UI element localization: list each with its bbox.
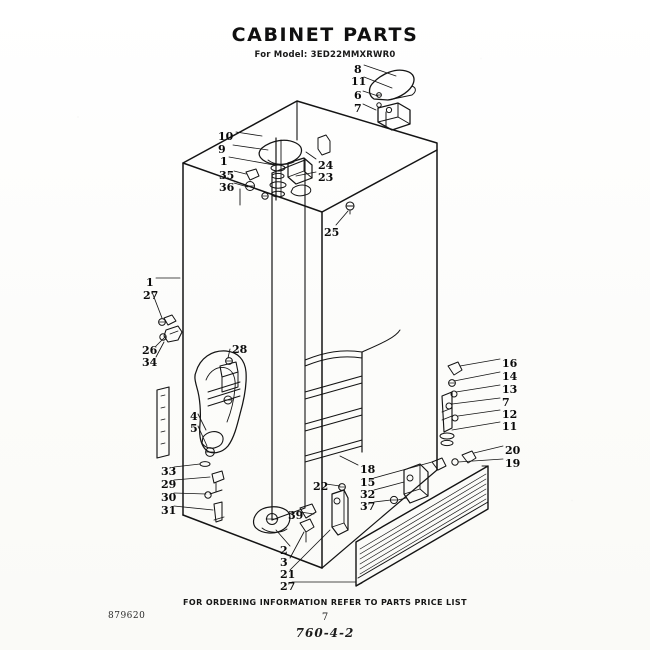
callout-18: 18 [360,463,376,476]
callout-25: 25 [324,226,340,239]
callout-22: 22 [313,480,329,493]
callout-23: 23 [318,171,334,184]
callout-34: 34 [142,356,158,369]
publication-part-number: 879620 [108,611,146,621]
callout-5: 5 [190,422,198,435]
title-block: CABINET PARTS For Model: 3ED22MMXRWR0 [0,24,650,61]
callout-2: 2 [280,544,288,557]
callout-11: 11 [351,75,367,88]
callout-36: 36 [219,181,235,194]
callout-12: 12 [502,408,518,421]
model-subtitle: For Model: 3ED22MMXRWR0 [254,50,396,60]
callout-7: 7 [354,102,362,115]
handwritten-annotation: 760-4-2 [295,626,355,640]
callout-3: 3 [280,556,288,569]
callout-8: 8 [354,63,362,76]
callout-33: 33 [161,465,177,478]
callout-16: 16 [502,357,518,370]
callout-21: 21 [280,568,296,581]
cabinet-outer-shell [182,100,438,569]
callout-31: 31 [161,504,177,517]
lower-left-hardware [199,461,225,523]
bottom-grille [355,450,489,587]
left-panel-assembly [194,350,247,457]
callout-27: 27 [280,580,296,593]
callout-13: 13 [502,383,518,396]
page-title: CABINET PARTS [231,24,419,46]
item-25-screw [345,201,355,215]
cabinet-liner [239,159,306,521]
left-side-hinge-hardware [158,314,183,343]
right-hinge-stack [439,361,463,447]
upper-center-hardware [245,134,331,201]
callout-10: 10 [218,130,234,143]
left-trim-strip [156,386,170,459]
callout-39: 39 [288,509,304,522]
callout-1: 1 [220,155,228,168]
callout-7: 7 [502,396,510,409]
callout-32: 32 [360,488,376,501]
callout-29: 29 [161,478,177,491]
callout-20: 20 [505,444,521,457]
callout-14: 14 [502,370,518,383]
page-number: 7 [321,612,329,623]
callout-27: 27 [143,289,159,302]
callout-9: 9 [218,143,226,156]
callout-19: 19 [505,457,521,470]
callout-26: 26 [142,344,158,357]
top-hinge-assembly [368,69,416,131]
callout-4: 4 [190,410,198,423]
callout-1: 1 [146,276,154,289]
callout-6: 6 [354,89,362,102]
callout-30: 30 [161,491,177,504]
callout-11: 11 [502,420,518,433]
callout-37: 37 [360,500,376,513]
interior-rails [304,329,401,463]
callout-35: 35 [219,169,235,182]
bottom-center-hardware [252,483,349,543]
ordering-info-note: FOR ORDERING INFORMATION REFER TO PARTS … [183,598,467,607]
callout-28: 28 [232,343,248,356]
callout-24: 24 [318,159,334,172]
callout-15: 15 [360,476,376,489]
leader-lines [151,64,504,583]
